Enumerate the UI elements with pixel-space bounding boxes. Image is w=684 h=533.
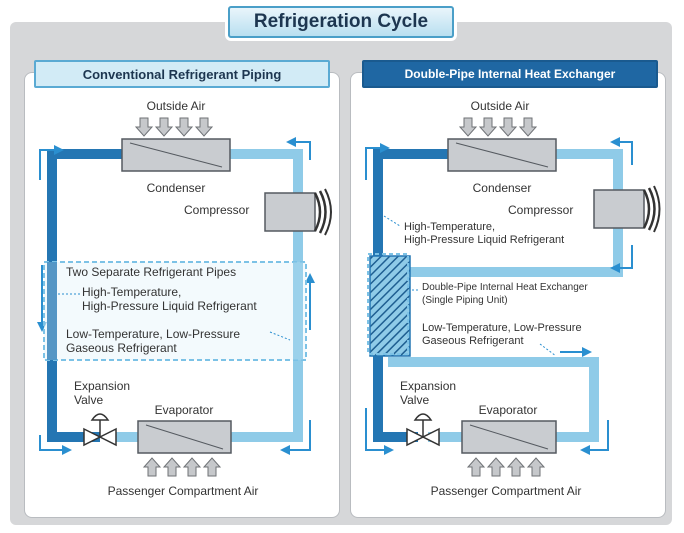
low-pressure-label-line2: Gaseous Refrigerant <box>422 335 524 347</box>
ihx-label-line2: (Single Piping Unit) <box>422 295 508 306</box>
expansion-valve-icon <box>406 413 440 447</box>
low-pressure-label-line1: Low-Temperature, Low-Pressure <box>66 327 241 341</box>
condenser-unit <box>121 138 231 172</box>
conventional-panel-title: Conventional Refrigerant Piping <box>34 60 330 88</box>
expansion-valve-label-line1: Expansion <box>74 379 131 393</box>
double-pipe-panel-title: Double-Pipe Internal Heat Exchanger <box>362 60 658 88</box>
compressor-unit <box>264 188 332 236</box>
high-pressure-label-line1: High-Temperature, <box>404 221 496 233</box>
evaporator-label: Evaporator <box>154 403 214 417</box>
outside-air-arrows <box>135 117 213 137</box>
condenser-label: Condenser <box>146 181 206 195</box>
passenger-air-label: Passenger Compartment Air <box>107 484 259 498</box>
high-pressure-label-line2: High-Pressure Liquid Refrigerant <box>404 234 565 246</box>
high-pressure-label-line1: High-Temperature, <box>82 285 182 299</box>
passenger-air-arrows <box>143 457 221 477</box>
outside-air-arrows <box>459 117 537 137</box>
low-pressure-label-line1: Low-Temperature, Low-Pressure <box>422 322 582 334</box>
double-pipe-ihx <box>369 255 411 357</box>
evaporator-unit <box>461 420 557 454</box>
condenser-unit <box>447 138 557 172</box>
evaporator-label: Evaporator <box>478 403 538 417</box>
compressor-label: Compressor <box>508 203 574 217</box>
ihx-label-line1: Double-Pipe Internal Heat Exchanger <box>422 282 588 293</box>
compressor-label: Compressor <box>184 203 250 217</box>
two-pipes-highlight <box>43 261 307 361</box>
expansion-valve-label-line2: Valve <box>400 393 430 407</box>
expansion-valve-icon <box>83 413 117 447</box>
double-pipe-piping <box>365 117 661 477</box>
low-pressure-label-line2: Gaseous Refrigerant <box>66 341 177 355</box>
conventional-piping <box>37 117 332 477</box>
expansion-valve-label-line1: Expansion <box>400 379 457 393</box>
passenger-air-label: Passenger Compartment Air <box>430 484 582 498</box>
flow-arrows <box>37 137 315 455</box>
passenger-air-arrows <box>467 457 545 477</box>
two-pipes-label: Two Separate Refrigerant Pipes <box>66 265 237 279</box>
high-pressure-label-line2: High-Pressure Liquid Refrigerant <box>82 299 257 313</box>
page-title: Refrigeration Cycle <box>228 6 454 38</box>
expansion-valve-label-line2: Valve <box>74 393 104 407</box>
evaporator-unit <box>137 420 232 454</box>
flow-arrows <box>365 137 633 455</box>
condenser-label: Condenser <box>472 181 532 195</box>
compressor-unit <box>593 185 661 233</box>
outside-air-label: Outside Air <box>146 99 206 113</box>
outside-air-label: Outside Air <box>470 99 530 113</box>
